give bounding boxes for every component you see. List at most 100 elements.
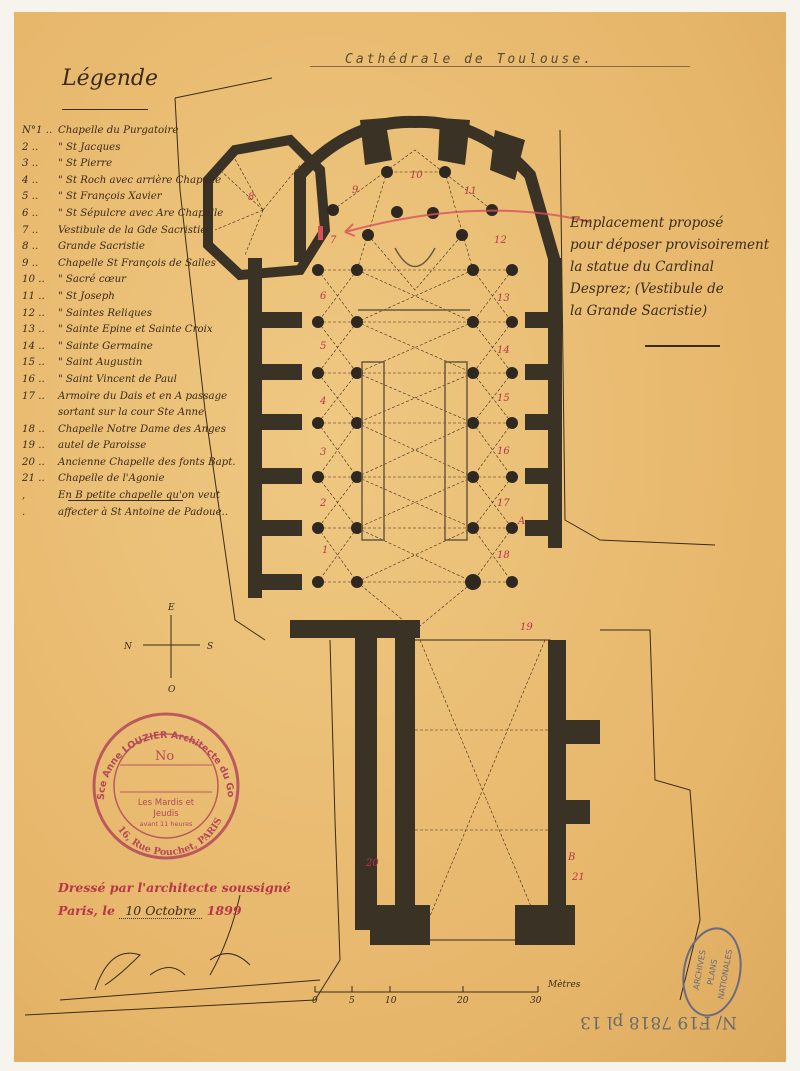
note-line: la statue du Cardinal: [570, 259, 714, 275]
note-line: la Grande Sacristie): [570, 303, 708, 319]
plan-label: 17: [497, 498, 510, 509]
proposed-location-arrow: [344, 209, 591, 237]
proposal-note: Emplacement proposé pour déposer proviso…: [570, 212, 769, 322]
legend-number: 4 ..: [22, 174, 39, 186]
date-place: Paris, le: [58, 903, 115, 918]
archive-call-number: N/ F19 7818 pl 13: [580, 1012, 737, 1032]
note-line: pour déposer provisoirement: [570, 237, 770, 253]
legend-list: N°1 .. Chapelle du Purgatoire 2 .." St Ja…: [22, 123, 236, 521]
plan-label: 7: [330, 235, 337, 246]
legend-item: 16 .." Saint Vincent de Paul: [22, 372, 236, 389]
stamp-inner-text: Jeudis: [152, 809, 179, 819]
plan-labels: 1 2 3 4 5 6 7 8 9 10 11 12 13 14 15 16 1…: [248, 170, 585, 883]
legend-item: 2 .." St Jacques: [22, 140, 236, 157]
legend-label: affecter à St Antoine de Padoue..: [58, 506, 229, 518]
legend-number: 18 ..: [22, 423, 45, 435]
plan-label: 19: [520, 622, 533, 633]
scale-unit: Mètres: [548, 980, 581, 990]
legend-label: " St Sépulcre avec Are Chapelle: [58, 207, 224, 219]
plan-label: 4: [319, 396, 326, 407]
legend-label: Chapelle de l'Agonie: [58, 473, 165, 485]
vault-lines: [214, 149, 550, 941]
archive-stamp-text: NATIONALES: [716, 949, 734, 1000]
plan-label: B: [567, 852, 575, 863]
compass-west: O: [168, 685, 176, 695]
legend-number: 3 ..: [22, 158, 39, 170]
scale-tick-label: 0: [312, 996, 318, 1006]
legend-number: N°1 ..: [22, 125, 53, 136]
legend-number: 12 ..: [22, 307, 45, 319]
legend-item: 13 .." Sainte Epine et Sainte Croix: [22, 322, 236, 339]
legend-label: sortant sur la cour Ste Anne: [58, 407, 205, 419]
legend-label: " St Pierre: [58, 158, 113, 170]
legend-item: 20 ..Ancienne Chapelle des fonts Bapt.: [22, 455, 236, 472]
legend-label: " St Joseph: [58, 290, 115, 302]
plan-label: 11: [464, 186, 477, 197]
choir-stalls: [358, 247, 470, 541]
legend-item: sortant sur la cour Ste Anne: [22, 405, 236, 422]
legend-number: 21 ..: [22, 473, 45, 485]
legend-item: N°1 .. Chapelle du Purgatoire: [22, 123, 236, 140]
legend-item: 8 ..Grande Sacristie: [22, 239, 236, 256]
note-line: Emplacement proposé: [570, 215, 724, 231]
legend-item: 19 ..autel de Paroisse: [22, 438, 236, 455]
legend-number: 9 ..: [22, 257, 39, 269]
nave-outline: [409, 639, 551, 941]
plan-label: 13: [497, 293, 510, 304]
legend-label: Grande Sacristie: [58, 241, 145, 253]
plan-label: A: [517, 516, 525, 527]
plan-label: 5: [320, 341, 326, 352]
plan-label: 14: [497, 345, 510, 356]
legend-number: 2 ..: [22, 141, 39, 153]
plan-label: 9: [352, 185, 359, 196]
legend-label: " Sacré cœur: [58, 274, 127, 286]
legend-label: " Saint Augustin: [58, 357, 143, 369]
legend-heading: Légende: [62, 66, 159, 91]
legend-label: En B petite chapelle qu'on veut: [58, 490, 221, 502]
stamp-inner-text: avant 11 heures: [139, 820, 193, 828]
legend-number: 15 ..: [22, 357, 45, 369]
legend-label: Chapelle Notre Dame des Anges: [58, 423, 226, 435]
legend-label: Vestibule de la Gde Sacristie: [58, 224, 207, 236]
legend-number: 13 ..: [22, 324, 45, 336]
legend-item: 21 .. Chapelle de l'Agonie: [22, 471, 236, 488]
walls: [248, 118, 600, 945]
legend-label: " St François Xavier: [58, 191, 162, 203]
note-line: Desprez; (Vestibule de: [570, 281, 724, 297]
date-year: 1899: [206, 903, 242, 918]
statue-location-mark: [318, 226, 323, 240]
legend-item: 18 .. Chapelle Notre Dame des Anges: [22, 422, 236, 439]
date-day-month: 10 Octobre: [119, 903, 203, 919]
note-underline: [645, 345, 720, 347]
drawn-by-line: Dressé par l'architecte soussigné: [58, 880, 291, 895]
legend-number: ,: [22, 490, 26, 502]
grande-sacristie-walls: [203, 134, 331, 281]
plan-label: 20: [365, 858, 379, 869]
legend-label: Armoire du Dais et en A passage: [58, 390, 228, 402]
boundary-line: [174, 77, 273, 99]
legend-number: 16 ..: [22, 373, 45, 385]
legend-label: " Saintes Reliques: [58, 307, 152, 319]
plan-label: 10: [410, 170, 423, 181]
legend-number: 10 ..: [22, 274, 45, 286]
scale-tick-label: 5: [349, 996, 355, 1006]
legend-item: , En B petite chapelle qu'on veut: [22, 488, 236, 505]
legend-rule: [62, 109, 148, 110]
legend-item: 15 .. " Saint Augustin: [22, 355, 236, 372]
legend-number: 11 ..: [22, 290, 45, 302]
legend-label: " St Roch avec arrière Chapelle: [58, 174, 222, 186]
legend-item: 4 .. " St Roch avec arrière Chapelle: [22, 173, 236, 190]
scale-tick-label: 10: [385, 996, 397, 1006]
boundary-line: [174, 97, 266, 641]
plan-label: 16: [497, 446, 510, 457]
legend-label: Chapelle du Purgatoire: [58, 125, 179, 136]
plan-label: 15: [497, 393, 510, 404]
legend-label: Ancienne Chapelle des fonts Bapt.: [58, 456, 236, 468]
drawing-title: Cathédrale de Toulouse.: [345, 52, 595, 67]
compass-north: N: [123, 642, 133, 652]
plan-label: 21: [571, 872, 585, 883]
scale-tick-label: 30: [530, 996, 542, 1006]
plan-label: 1: [322, 545, 328, 556]
